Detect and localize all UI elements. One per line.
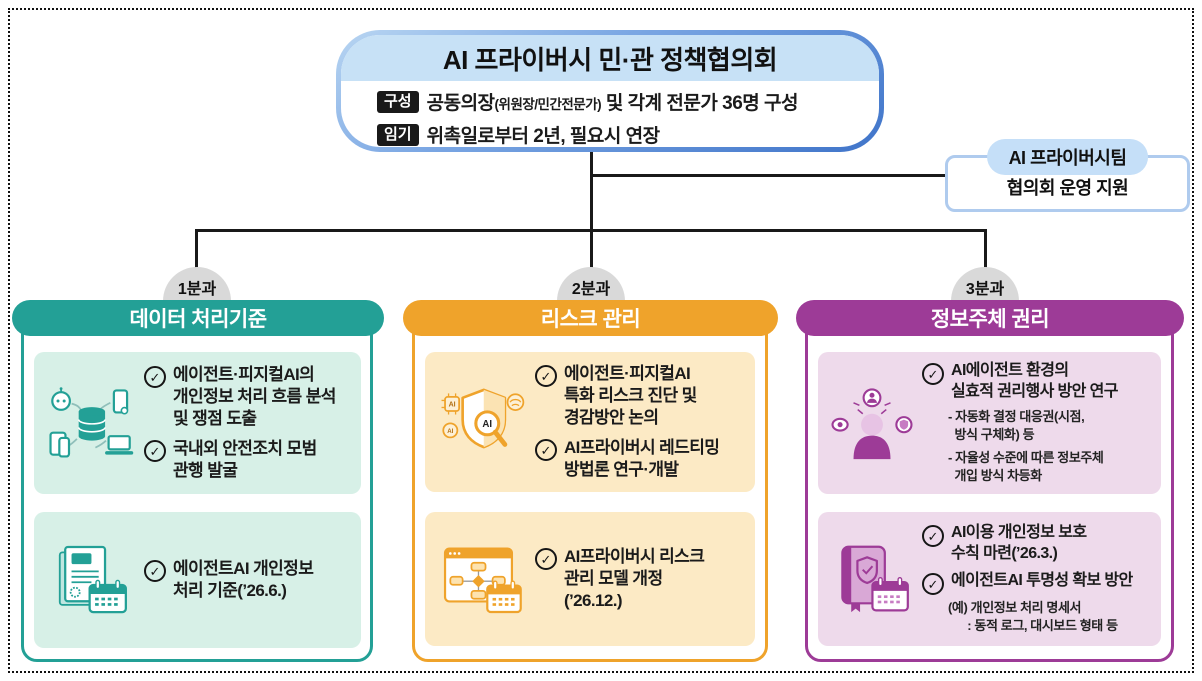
flowchart-calendar-icon xyxy=(435,541,529,617)
task-item: ✓ AI이용 개인정보 보호 수칙 마련(’26.3.) xyxy=(922,523,1151,564)
term-row: 임기 위촉일로부터 2년, 필요시 연장 xyxy=(377,121,879,147)
task-item: ✓ 에이전트·피지컬AI의 개인정보 처리 흐름 분석 및 쟁점 도출 xyxy=(144,364,351,429)
task-card: ✓ 에이전트AI 개인정보 처리 기준(’26.6.) xyxy=(34,512,361,648)
task-subitem: - 자동화 결정 대응권(시점, 방식 구체화) 등 xyxy=(948,409,1085,442)
composition-badge: 구성 xyxy=(377,90,419,113)
task-card: AI AI AI ✓ 에이전트·피지컬AI 특화 리스크 진단 및 경감방안 논… xyxy=(425,352,755,492)
svg-text:AI: AI xyxy=(449,402,456,409)
document-calendar-icon xyxy=(44,541,138,619)
check-icon: ✓ xyxy=(144,560,166,583)
privacy-team-label: AI 프라이버시팀 xyxy=(986,139,1149,175)
check-icon: ✓ xyxy=(535,439,557,462)
check-icon: ✓ xyxy=(922,573,944,596)
task-card: ✓ 에이전트·피지컬AI의 개인정보 처리 흐름 분석 및 쟁점 도출 ✓ 국내… xyxy=(34,352,361,494)
page-border xyxy=(8,8,1194,673)
term-text: 위촉일로부터 2년, 필요시 연장 xyxy=(426,126,660,147)
privacy-team-role: 협의회 운영 지원 xyxy=(1006,178,1129,198)
check-icon: ✓ xyxy=(144,366,166,389)
connector-to-support-box xyxy=(591,174,945,177)
check-icon: ✓ xyxy=(922,525,944,548)
task-card: ✓ AI에이전트 환경의 실효적 권리행사 방안 연구 - 자동화 결정 대응권… xyxy=(818,352,1161,494)
task-item: ✓ 에이전트·피지컬AI 특화 리스크 진단 및 경감방안 논의 xyxy=(535,363,745,428)
book-calendar-icon xyxy=(828,541,916,617)
column-header-risk-management: 리스크 관리 xyxy=(403,300,778,336)
check-icon: ✓ xyxy=(535,548,557,571)
column-header-data-standards: 데이터 처리기준 xyxy=(12,300,384,336)
connector-header-vertical xyxy=(590,152,593,232)
connector-drop-1 xyxy=(195,229,198,273)
task-card: ✓ AI프라이버시 리스크 관리 모델 개정 (’26.12.) xyxy=(425,512,755,646)
task-subitem: (예) 개인정보 처리 명세서 : 동적 로그, 대시보드 형태 등 xyxy=(948,600,1118,633)
task-item: ✓ 국내외 안전조치 모범 관행 발굴 xyxy=(144,438,351,482)
task-item: ✓ AI에이전트 환경의 실효적 권리행사 방안 연구 xyxy=(922,361,1151,402)
task-item: ✓ 에이전트AI 개인정보 처리 기준(’26.6.) xyxy=(144,558,351,602)
composition-row: 구성 공동의장(위원장/민간전문가) 및 각계 전문가 36명 구성 xyxy=(377,88,879,115)
task-item: ✓ AI프라이버시 레드티밍 방법론 연구·개발 xyxy=(535,437,745,481)
check-icon: ✓ xyxy=(535,365,557,388)
data-flow-icon xyxy=(44,383,138,463)
privacy-team-box: AI 프라이버시팀 협의회 운영 지원 xyxy=(945,139,1190,212)
check-icon: ✓ xyxy=(922,363,944,386)
svg-text:AI: AI xyxy=(447,428,453,435)
council-title: AI 프라이버시 민·관 정책협의회 xyxy=(341,35,879,81)
task-item: ✓ AI프라이버시 리스크 관리 모델 개정 (’26.12.) xyxy=(535,546,745,611)
person-rights-icon xyxy=(828,385,916,461)
column-header-data-subject-rights: 정보주체 권리 xyxy=(796,300,1184,336)
task-card: ✓ AI이용 개인정보 보호 수칙 마련(’26.3.) ✓ 에이전트AI 투명… xyxy=(818,512,1161,646)
task-item: ✓ 에이전트AI 투명성 확보 방안 xyxy=(922,571,1151,596)
connector-drop-2 xyxy=(590,229,593,273)
connector-drop-3 xyxy=(984,229,987,273)
svg-text:AI: AI xyxy=(482,419,492,430)
term-badge: 임기 xyxy=(377,123,419,146)
task-subitem: - 자율성 수준에 따른 정보주체 개입 방식 차등화 xyxy=(948,450,1104,484)
composition-text: 공동의장(위원장/민간전문가) 및 각계 전문가 36명 구성 xyxy=(426,93,799,114)
check-icon: ✓ xyxy=(144,440,166,463)
council-header: AI 프라이버시 민·관 정책협의회 구성 공동의장(위원장/민간전문가) 및 … xyxy=(336,30,884,152)
shield-magnifier-icon: AI AI AI xyxy=(435,384,529,460)
